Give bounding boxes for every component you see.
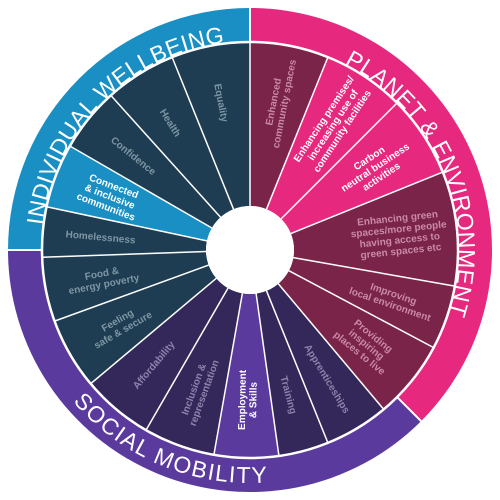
segment-divider (90, 277, 217, 385)
segment-divider (280, 102, 398, 220)
segment-confidence (69, 95, 221, 228)
segment-equality (172, 42, 250, 210)
segment-feeling-safe-secure (54, 265, 217, 384)
segment-carbon-neutral (281, 102, 443, 234)
segment-homelessness (42, 206, 207, 258)
segment-improving-local-environment (288, 257, 455, 348)
segment-divider (265, 290, 329, 444)
segment-providing-inspiring-places (278, 270, 434, 410)
segment-enhancing-green-spaces (290, 172, 458, 287)
segment-enhanced-community-spaces (250, 42, 328, 210)
segment-affordability (90, 278, 229, 431)
outer-ring-group (8, 8, 493, 492)
ring-divider (396, 396, 422, 422)
segment-food-energy-poverty (42, 251, 209, 322)
segment-divider (54, 264, 209, 322)
segment-divider (42, 250, 207, 259)
segment-divider (255, 293, 280, 457)
segment-divider (277, 283, 385, 410)
segment-divider (171, 56, 235, 210)
ring-inner-border (40, 40, 460, 460)
segment-connected-inclusive (46, 146, 212, 241)
segment-label-line: Employment (237, 369, 249, 430)
segment-divider (290, 171, 444, 235)
segment-divider (69, 145, 213, 229)
segment-employment-skills (213, 293, 279, 459)
segment-divider (110, 94, 222, 218)
segment-divider (46, 206, 208, 242)
segment-divider (213, 293, 244, 455)
segment-group (42, 42, 458, 459)
ring-planet (250, 8, 493, 422)
center-hole (206, 206, 294, 294)
segment-divider (293, 256, 455, 287)
segment-health (110, 57, 234, 218)
segment-label-employment-skills: Employment& Skills (237, 369, 260, 430)
segment-training (256, 290, 328, 456)
ring-individual (8, 8, 250, 250)
ring-social (8, 250, 422, 492)
segment-inclusion-representation (146, 288, 243, 455)
segment-divider (265, 56, 329, 210)
segment-divider (288, 269, 435, 349)
segment-apprenticeships (266, 283, 384, 443)
segment-enhancing-premises (266, 57, 398, 219)
segment-label-line: & Skills (248, 382, 260, 419)
divider-group (8, 8, 460, 460)
segment-divider (145, 287, 229, 431)
